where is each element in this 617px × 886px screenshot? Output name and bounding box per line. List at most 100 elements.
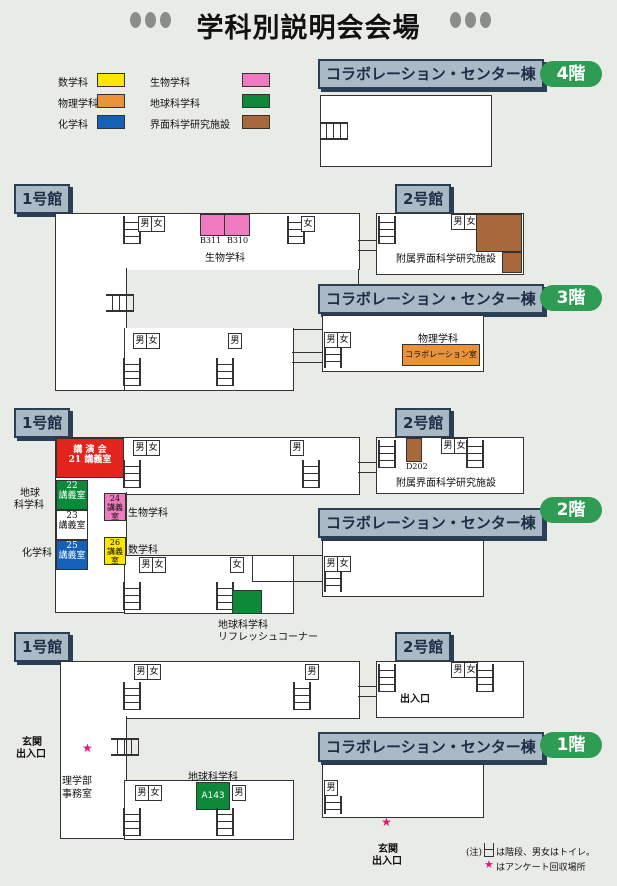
corridor-link (252, 555, 324, 582)
collab-building-banner: コラボレーション・センター棟 (318, 59, 544, 89)
corridor-line (358, 696, 376, 697)
stairs-icon (106, 294, 134, 312)
toilet-icon: 男 (228, 333, 242, 349)
stairs-icon (123, 808, 141, 836)
corridor-line (358, 240, 376, 241)
earth-refresh-corner (232, 590, 262, 614)
legend-label: 界面科学研究施設 (150, 120, 230, 131)
main-entrance-label: 出入口 (16, 749, 46, 760)
building1-banner: 1号館 (14, 632, 71, 662)
building1-banner: 1号館 (14, 184, 71, 214)
collab-room: コラボレーション室 (402, 344, 480, 366)
earth-science-label: 科学科 (14, 500, 44, 511)
stairs-icon (324, 796, 342, 814)
legend-label: 地球科学科 (150, 99, 200, 110)
refresh-corner-label: リフレッシュコーナー (218, 632, 318, 643)
legend-label: 化学科 (58, 120, 88, 131)
building2-banner: 2号館 (395, 408, 452, 438)
stairs-icon (484, 843, 494, 857)
interface-lab-room (502, 252, 522, 273)
title-dot (450, 12, 461, 28)
main-entrance-label: 玄関 (22, 737, 42, 748)
toilet-icon: 男 (324, 780, 338, 796)
interface-lab-room (476, 214, 522, 252)
room-b310-label: B310 (227, 236, 249, 245)
building2-floor1-outline (376, 661, 524, 718)
title-dot (160, 12, 171, 28)
collab-entrance-label: 出入口 (372, 856, 402, 867)
toilet-icon: 男女 (135, 785, 162, 801)
toilet-icon: 男女 (134, 664, 161, 680)
stairs-icon (302, 460, 320, 488)
room-b311 (200, 214, 226, 236)
building1-floor1-lower (60, 716, 127, 839)
survey-star-icon: ★ (484, 858, 494, 871)
office-label: 事務室 (62, 789, 92, 800)
room-d202 (406, 438, 422, 462)
corridor-line (358, 686, 376, 687)
title-dot (480, 12, 491, 28)
toilet-icon: 男女 (324, 332, 351, 348)
interface-lab-label: 附属界面科学研究施設 (396, 478, 496, 489)
stairs-icon (324, 572, 342, 592)
room-b310 (224, 214, 250, 236)
earth-science-label: 地球 (20, 488, 40, 499)
toilet-icon: 男女 (139, 557, 166, 573)
toilet-icon: 男 (290, 440, 304, 456)
survey-star-icon: ★ (381, 815, 392, 829)
note-prefix: (注) (466, 848, 483, 858)
stairs-icon (123, 582, 141, 610)
building1-floor3-lower (55, 268, 127, 391)
corridor-line (358, 462, 376, 463)
note-survey: はアンケート回収場所 (496, 863, 586, 873)
survey-star-icon: ★ (82, 741, 93, 755)
office-label: 理学部 (62, 776, 92, 787)
building1-banner: 1号館 (14, 408, 71, 438)
toilet-icon: 男女 (451, 662, 478, 678)
toilet-icon: 女 (301, 216, 315, 232)
toilet-icon: 男女 (451, 214, 478, 230)
floor-badge-1: 1階 (540, 732, 602, 758)
legend-swatch (97, 73, 125, 87)
legend-label: 物理学科 (58, 99, 98, 110)
toilet-icon: 男女 (441, 438, 468, 454)
legend-swatch (97, 115, 125, 129)
room-d202-label: D202 (406, 462, 428, 471)
toilet-icon: 男女 (133, 333, 160, 349)
collab-floor1-outline (322, 764, 484, 818)
legend-swatch (242, 115, 270, 129)
building2-entrance-label: 出入口 (400, 694, 430, 705)
page-title: 学科別説明会会場 (196, 13, 421, 44)
note-stairs-toilet: は階段、男女はトイレ。 (496, 848, 596, 858)
stairs-icon (378, 216, 396, 244)
floor-badge-3: 3階 (540, 285, 602, 311)
toilet-icon: 男女 (133, 440, 160, 456)
building1-floor2-bottom (124, 555, 294, 614)
biology-label: 生物学科 (205, 253, 245, 264)
stairs-icon (123, 358, 141, 386)
building2-banner: 2号館 (395, 184, 452, 214)
corridor-line (358, 472, 376, 473)
refresh-corner-label: 地球科学科 (218, 620, 268, 631)
toilet-icon: 女 (230, 557, 244, 573)
floor-badge-4: 4階 (540, 61, 602, 87)
corridor-line (292, 352, 322, 353)
toilet-icon: 男 (305, 664, 319, 680)
corridor-line (358, 250, 376, 251)
stairs-icon (378, 664, 396, 692)
building2-banner: 2号館 (395, 632, 452, 662)
legend-swatch (242, 94, 270, 108)
collab-building-banner: コラボレーション・センター棟 (318, 284, 544, 314)
corridor-line (292, 362, 322, 363)
stairs-icon (216, 808, 234, 836)
stairs-icon (123, 460, 141, 488)
stairs-icon (216, 358, 234, 386)
stairs-icon (378, 440, 396, 468)
earth-science-label: 地球科学科 (188, 772, 238, 783)
title-dot (145, 12, 156, 28)
stairs-icon (324, 348, 342, 368)
